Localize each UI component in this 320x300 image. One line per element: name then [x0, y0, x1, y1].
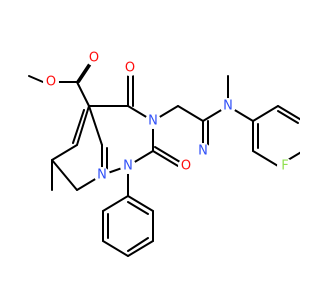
bond: [127, 240, 154, 257]
bond: [127, 195, 154, 212]
bond: [252, 150, 279, 167]
bond: [152, 150, 179, 167]
bond: [51, 159, 78, 191]
atom-label: O: [89, 51, 99, 66]
bond: [102, 240, 129, 257]
atom-label: N: [198, 144, 208, 159]
bond: [78, 63, 92, 83]
bond: [277, 110, 299, 124]
bond: [154, 146, 181, 163]
atom-labels: O O O N N O N F N N O: [43, 50, 293, 183]
atom-label: O: [125, 61, 135, 76]
atom-label: N: [123, 159, 133, 174]
bond: [127, 237, 149, 252]
atom-label: O: [181, 159, 191, 174]
bond: [72, 109, 85, 144]
atom-label: N: [223, 99, 233, 114]
bond: [252, 105, 279, 122]
bond: [76, 63, 90, 83]
bonds: [28, 63, 300, 257]
atom-label: F: [281, 159, 288, 174]
atom-label: N: [97, 168, 107, 183]
bond: [177, 105, 204, 122]
bond: [277, 105, 300, 121]
bond: [127, 201, 149, 215]
atom-label: N: [148, 114, 158, 129]
bond: [51, 144, 78, 161]
bond: [102, 195, 129, 212]
bond: [28, 75, 44, 83]
molecule-structure-diagram: O O O N N O N F N N O: [28, 50, 300, 257]
bond: [88, 105, 103, 146]
bond: [76, 105, 90, 146]
bond: [76, 81, 90, 107]
atom-label: O: [46, 75, 56, 90]
